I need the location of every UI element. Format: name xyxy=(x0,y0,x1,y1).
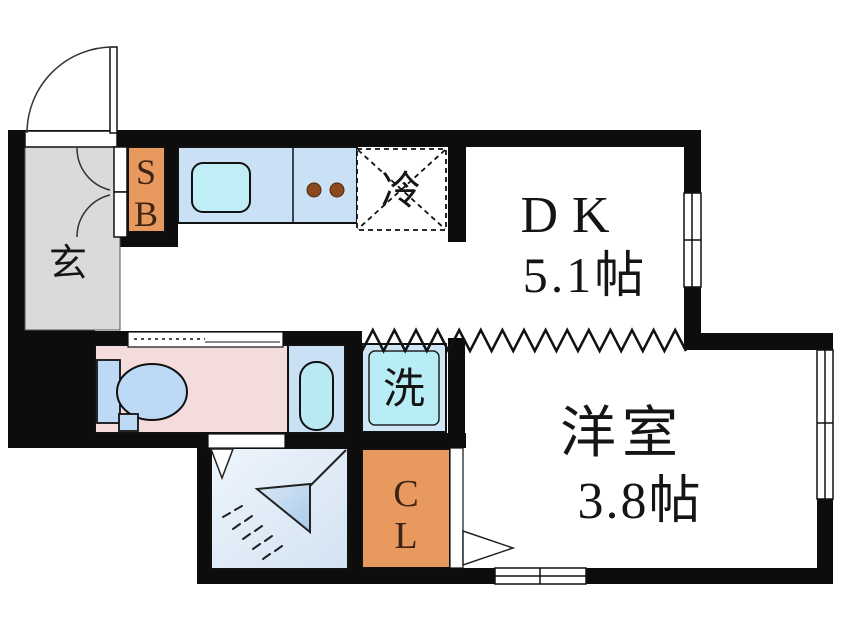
shower-arm-line xyxy=(309,449,347,487)
western-room-label: 洋室 xyxy=(560,403,684,465)
wall-laundry-right xyxy=(448,338,465,448)
stove-burner-left xyxy=(306,182,322,198)
wall-mid-vertical xyxy=(345,331,362,569)
wall-shoebox-under xyxy=(113,232,178,247)
toilet xyxy=(96,359,188,432)
wall-westroom-top-right xyxy=(684,333,833,350)
western-room-size-label: 3.8帖 xyxy=(577,473,702,530)
entrance-door-swing-arc xyxy=(26,46,114,134)
closet-door xyxy=(449,447,516,569)
shoe-box xyxy=(127,146,166,233)
closet-door-arc-bottom xyxy=(76,194,111,238)
bathtub xyxy=(299,361,334,431)
closet-door-strip xyxy=(449,447,464,569)
toilet-bowl xyxy=(116,363,188,421)
shower-door-fold xyxy=(209,448,235,481)
entrance-door xyxy=(24,46,118,148)
wall-shoebox-right xyxy=(165,147,178,232)
dk-label: DK xyxy=(520,187,623,244)
closet-label-l: L xyxy=(394,515,417,557)
entrance-closet-doors xyxy=(76,146,128,238)
closet-label-c: C xyxy=(393,473,418,515)
laundry-label: 洗 xyxy=(383,367,425,413)
wall-left-bottom-block xyxy=(8,330,95,448)
shower-spray-dashes xyxy=(222,505,283,560)
shower-door xyxy=(207,433,286,481)
refrigerator-space xyxy=(356,148,447,231)
stove-burner-right xyxy=(329,182,345,198)
accordion-partition xyxy=(360,327,688,354)
window-westroom-bottom xyxy=(494,567,587,585)
shoebox-label-s: S xyxy=(136,152,156,192)
shoebox-label-b: B xyxy=(134,194,158,234)
window-westroom-right xyxy=(816,349,834,500)
shower-head-icon xyxy=(254,482,311,535)
wall-top xyxy=(8,130,700,147)
wall-fridge-stub xyxy=(448,130,466,242)
closet-door-swing xyxy=(462,529,516,567)
toilet-paper-holder xyxy=(118,413,139,432)
entrance-door-leaf xyxy=(109,46,118,134)
entrance-threshold xyxy=(24,130,118,148)
entrance-floor xyxy=(24,146,121,331)
wall-shower-left xyxy=(197,448,211,568)
closet xyxy=(361,448,451,569)
closet-door-leaf-bottom xyxy=(113,191,128,238)
kitchen-sink xyxy=(191,162,251,213)
toilet-sliding-door xyxy=(127,331,284,348)
closet-door-arc-top xyxy=(76,147,111,191)
window-dk-right xyxy=(683,192,702,288)
entrance-label: 玄 xyxy=(49,243,87,285)
closet-door-leaf-top xyxy=(113,146,128,193)
refrigerator-label: 冷 xyxy=(381,168,421,213)
dk-size-label: 5.1帖 xyxy=(523,247,648,303)
